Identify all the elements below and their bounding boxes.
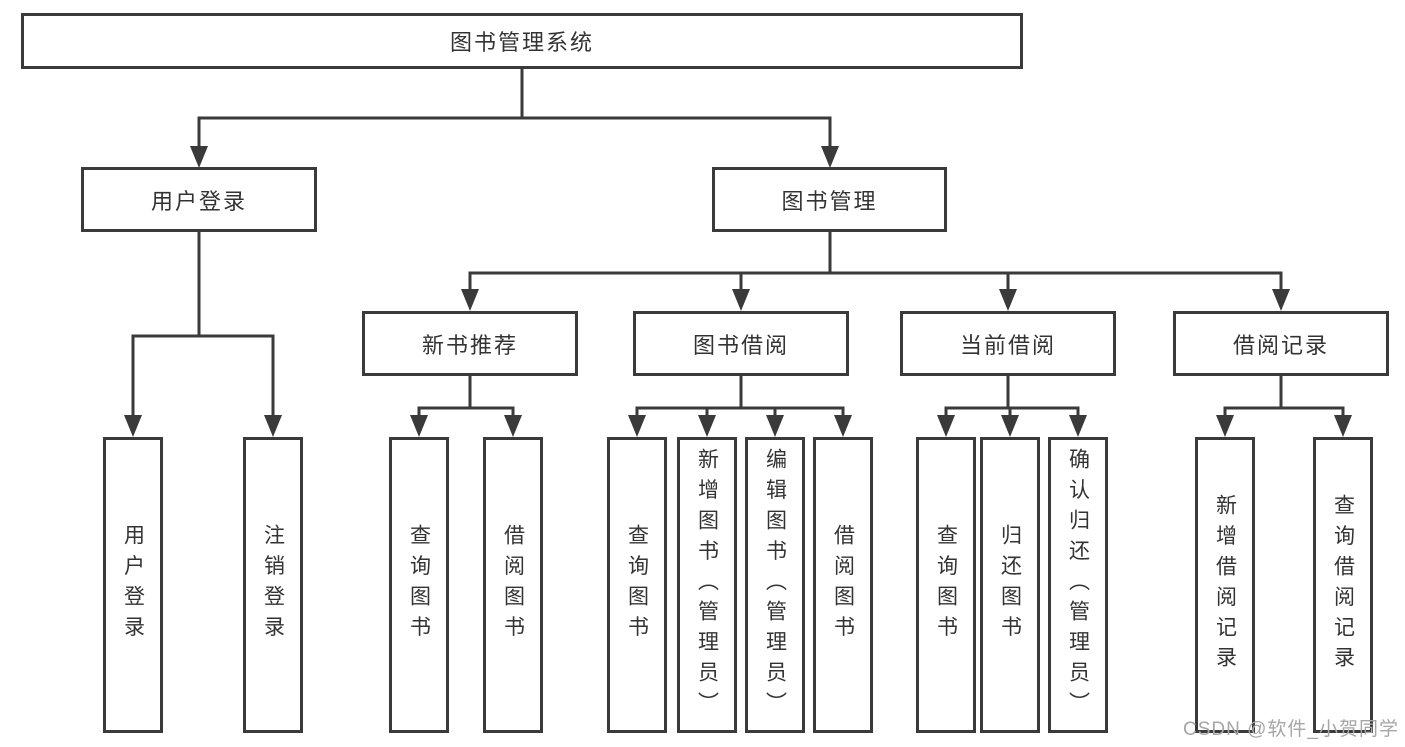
node-book-borrow: 图书借阅 [633,311,849,376]
node-borrow-records: 借阅记录 [1173,311,1389,376]
arrowhead-icon [698,415,716,437]
arrowhead-icon [628,415,646,437]
node-label: 借阅记录 [1232,332,1329,358]
node-label: 新增图书（管理员） [695,447,719,723]
leaf-bw-edit-books-admin: 编辑图书（管理员） [745,437,805,733]
node-label: 借阅图书 [831,524,855,646]
arrowhead-icon [766,415,784,437]
leaf-br-query-record: 查询借阅记录 [1313,437,1373,733]
arrowhead-icon [1069,415,1087,437]
node-label: 确认归还（管理员） [1066,447,1090,723]
arrowhead-icon [821,146,839,168]
leaf-bw-add-books-admin: 新增图书（管理员） [677,437,737,733]
node-label: 查询借阅记录 [1331,493,1355,677]
node-label: 新增借阅记录 [1213,493,1237,677]
arrowhead-icon [124,415,142,437]
node-label: 编辑图书（管理员） [763,447,787,723]
leaf-bw-query-books: 查询图书 [607,437,667,733]
leaf-logout: 注销登录 [243,437,303,733]
leaf-cb-return-books: 归还图书 [980,437,1040,733]
node-label: 查询图书 [934,524,958,646]
arrowhead-icon [1272,289,1290,311]
node-label: 归还图书 [998,524,1022,646]
node-label: 当前借阅 [959,332,1056,358]
leaf-cb-query-books: 查询图书 [916,437,976,733]
leaf-bw-borrow-books: 借阅图书 [813,437,873,733]
node-label: 新书推荐 [421,332,518,358]
node-new-book-recommend: 新书推荐 [362,311,578,376]
leaf-user-login: 用户登录 [103,437,163,733]
node-label: 图书借阅 [692,332,789,358]
node-label: 用户登录 [150,188,247,214]
node-user-login: 用户登录 [81,167,317,232]
arrowhead-icon [410,415,428,437]
arrowhead-icon [1001,415,1019,437]
leaf-br-add-record: 新增借阅记录 [1195,437,1255,733]
leaf-nb-query-books: 查询图书 [389,437,449,733]
arrowhead-icon [732,289,750,311]
node-book-management: 图书管理 [712,167,947,232]
arrowheads [124,146,1352,437]
arrowhead-icon [937,415,955,437]
csdn-watermark: CSDN @软件_小贺同学 [1183,719,1399,740]
node-label: 查询图书 [625,524,649,646]
node-label: 用户登录 [121,524,145,646]
arrowhead-icon [1216,415,1234,437]
leaf-cb-confirm-return-admin: 确认归还（管理员） [1048,437,1108,733]
node-label: 查询图书 [407,524,431,646]
arrowhead-icon [190,146,208,168]
arrowhead-icon [461,289,479,311]
node-label: 借阅图书 [501,524,525,646]
arrowhead-icon [999,289,1017,311]
arrowhead-icon [504,415,522,437]
node-label: 图书管理 [781,188,878,214]
node-current-borrow: 当前借阅 [900,311,1116,376]
arrowhead-icon [1334,415,1352,437]
node-label: 图书管理系统 [449,30,594,55]
leaf-nb-borrow-books: 借阅图书 [483,437,543,733]
node-label: 注销登录 [261,524,285,646]
arrowhead-icon [834,415,852,437]
arrowhead-icon [264,415,282,437]
node-library-system: 图书管理系统 [21,13,1023,69]
